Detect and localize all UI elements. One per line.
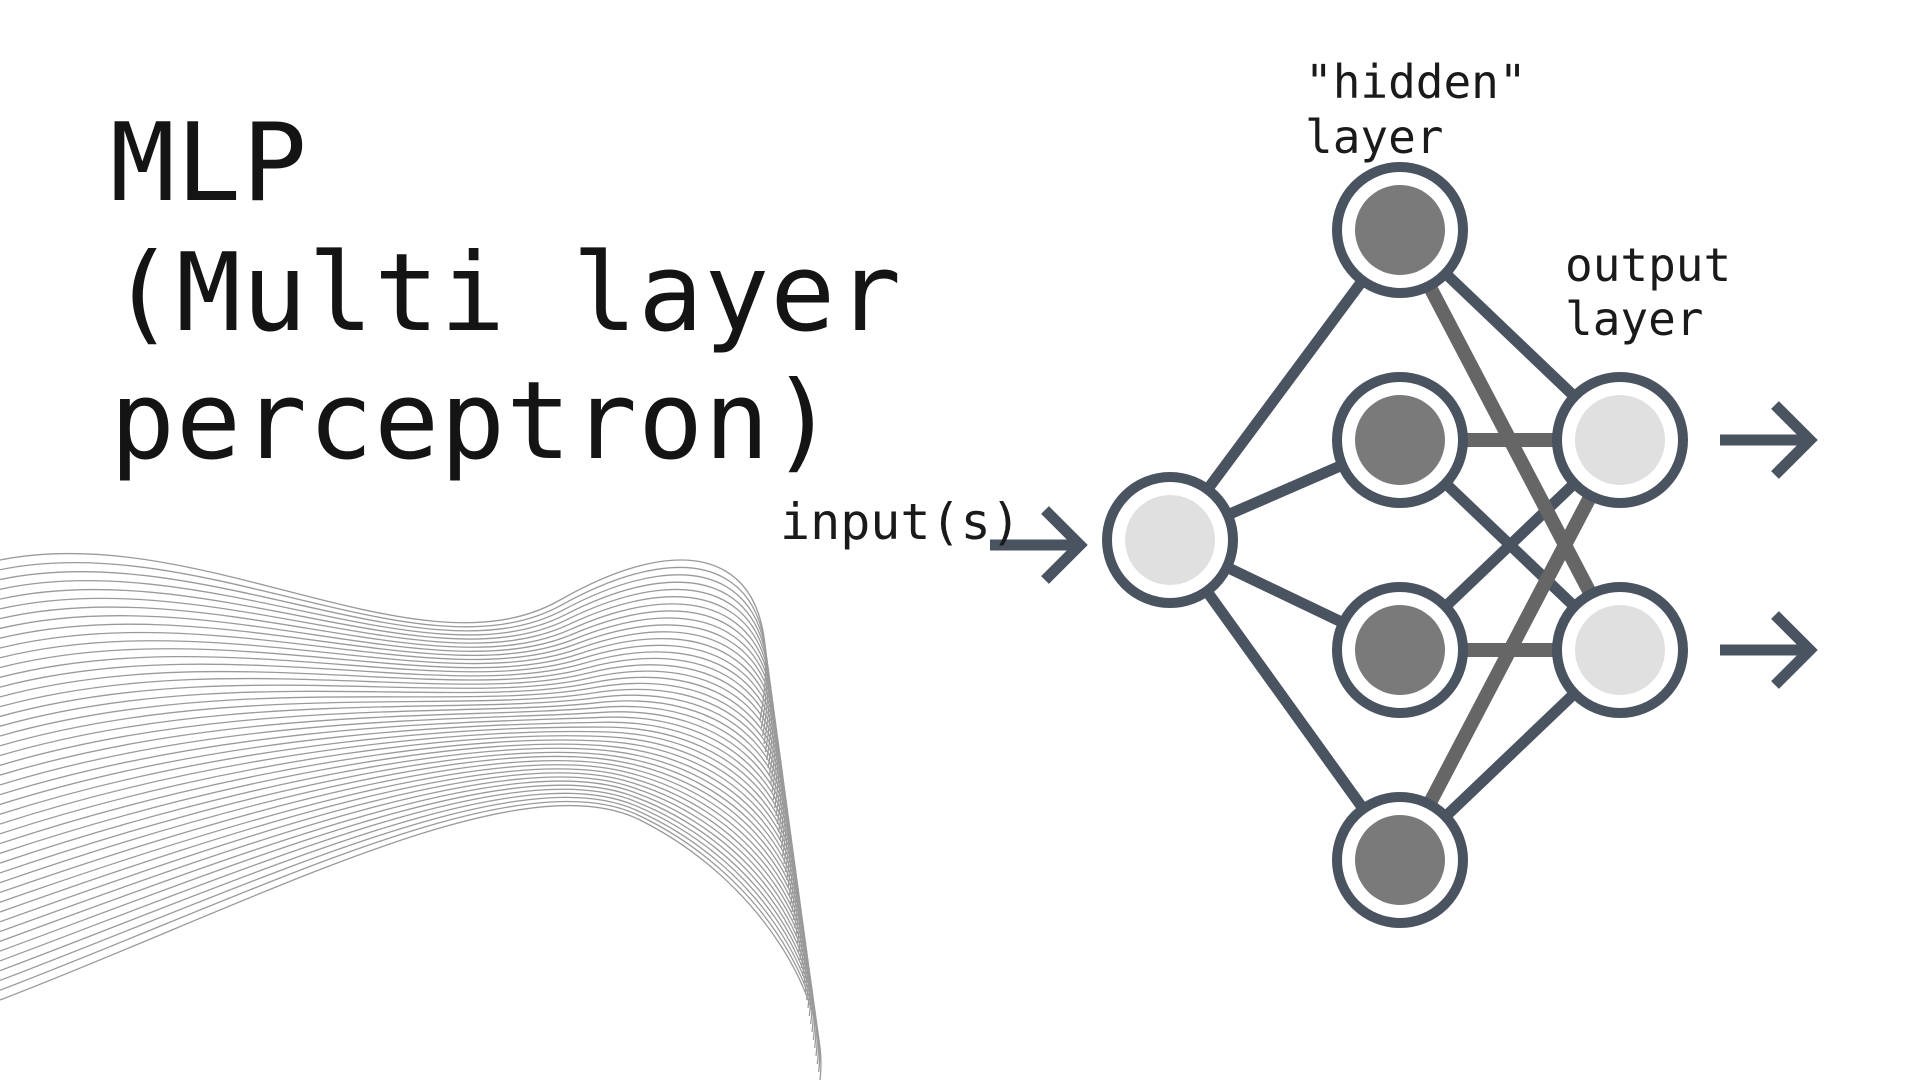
wave-line bbox=[0, 617, 776, 785]
output-layer-label-line-2: layer bbox=[1565, 292, 1704, 346]
wave-line bbox=[0, 644, 781, 817]
wave-line bbox=[0, 603, 774, 769]
input-arrow bbox=[990, 506, 1088, 584]
hidden-layer-label-line-1: "hidden" bbox=[1305, 55, 1527, 109]
title-line-2: (Multi layer bbox=[110, 231, 903, 356]
wave-line bbox=[0, 631, 779, 801]
wave-line bbox=[0, 772, 812, 1017]
output-layer-label-line-1: output bbox=[1565, 238, 1732, 292]
input-node bbox=[1102, 472, 1238, 608]
node-core bbox=[1125, 495, 1215, 585]
wave-line bbox=[0, 739, 802, 953]
wave-line bbox=[0, 705, 794, 897]
wave-line bbox=[0, 682, 789, 865]
output-node-1 bbox=[1552, 372, 1688, 508]
edge-h4-o1-highlight bbox=[1393, 433, 1627, 867]
output-arrow-1 bbox=[1720, 401, 1818, 479]
node-core bbox=[1575, 395, 1665, 485]
node-core bbox=[1355, 815, 1445, 905]
wave-line bbox=[0, 596, 773, 761]
network-nodes bbox=[1102, 162, 1688, 928]
wave-line bbox=[0, 716, 796, 913]
wave-line bbox=[0, 726, 798, 929]
node-core bbox=[1355, 395, 1445, 485]
wave-line bbox=[0, 694, 791, 881]
wave-line bbox=[0, 651, 783, 825]
wave-line bbox=[0, 610, 775, 777]
input-label: input(s) bbox=[780, 493, 1021, 551]
wave-line bbox=[0, 624, 778, 793]
wave-line bbox=[0, 552, 767, 721]
output-node-2 bbox=[1552, 582, 1688, 718]
wave-line bbox=[0, 747, 805, 969]
decorative-wave-lines bbox=[0, 552, 822, 1080]
node-core bbox=[1355, 605, 1445, 695]
hidden-node-3 bbox=[1332, 582, 1468, 718]
hidden-layer-label-line-2: layer bbox=[1305, 110, 1444, 164]
wave-line bbox=[0, 688, 790, 873]
output-arrow-2 bbox=[1720, 611, 1818, 689]
hidden-node-2 bbox=[1332, 372, 1468, 508]
wave-line bbox=[0, 800, 821, 1073]
wave-line bbox=[0, 743, 803, 961]
wave-line bbox=[0, 764, 809, 1001]
node-core bbox=[1575, 605, 1665, 695]
wave-line bbox=[0, 730, 800, 937]
wave-line bbox=[0, 580, 770, 745]
wave-line bbox=[0, 670, 786, 849]
wave-line bbox=[0, 768, 811, 1009]
wave-line bbox=[0, 638, 780, 809]
wave-line bbox=[0, 571, 769, 737]
wave-line bbox=[0, 711, 795, 905]
wave-line bbox=[0, 735, 801, 945]
wave-line bbox=[0, 805, 822, 1080]
title-line-1: MLP bbox=[110, 101, 309, 226]
wave-line bbox=[0, 676, 787, 857]
wave-line bbox=[0, 561, 768, 729]
wave-line bbox=[0, 776, 813, 1025]
wave-line bbox=[0, 792, 818, 1057]
wave-line bbox=[0, 751, 806, 977]
wave-line bbox=[0, 700, 792, 889]
wave-line bbox=[0, 784, 816, 1041]
wave-line bbox=[0, 588, 772, 753]
wave-line bbox=[0, 788, 817, 1049]
wave-line bbox=[0, 780, 814, 1033]
wave-line bbox=[0, 759, 808, 993]
node-core bbox=[1355, 185, 1445, 275]
wave-line bbox=[0, 657, 784, 833]
title-line-3: perceptron) bbox=[110, 359, 837, 484]
wave-line bbox=[0, 721, 797, 921]
hidden-node-1 bbox=[1332, 162, 1468, 298]
wave-line bbox=[0, 796, 820, 1065]
arrows bbox=[990, 401, 1818, 689]
wave-line bbox=[0, 755, 807, 985]
hidden-node-4 bbox=[1332, 792, 1468, 928]
wave-line bbox=[0, 664, 785, 841]
